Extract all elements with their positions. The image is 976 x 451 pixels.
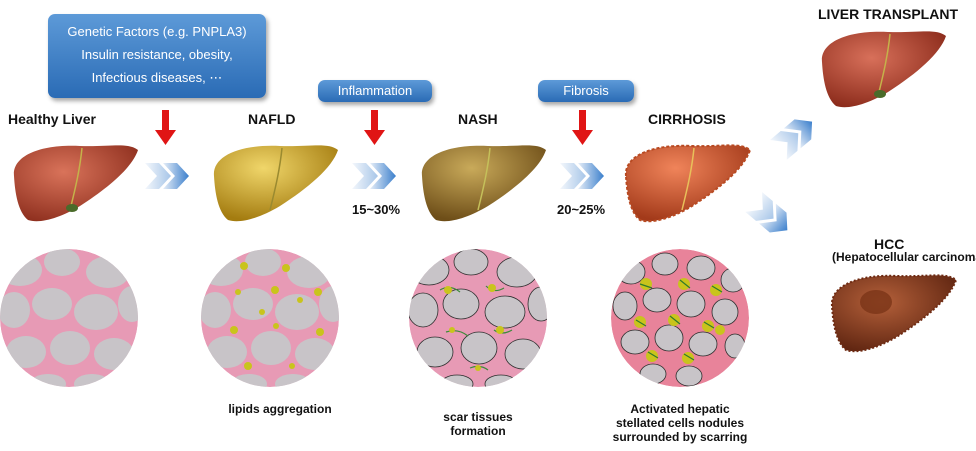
factor-metabolic: Insulin resistance, obesity, bbox=[81, 47, 233, 62]
tissue-nash bbox=[409, 249, 547, 387]
tissue-healthy bbox=[0, 249, 138, 387]
hcc-liver bbox=[830, 274, 958, 353]
risk-factors-box: Genetic Factors (e.g. PNPLA3) Insulin re… bbox=[48, 14, 266, 98]
factor-infectious: Infectious diseases, ⋯ bbox=[91, 70, 223, 85]
chevron-healthy-to-nafld bbox=[145, 163, 189, 189]
caption-cirrhosis: Activated hepatic stellated cells nodule… bbox=[600, 402, 760, 444]
nash-liver bbox=[421, 145, 546, 222]
label-healthy-liver: Healthy Liver bbox=[8, 111, 96, 127]
rate-nash-to-cirrhosis: 20~25% bbox=[557, 202, 606, 217]
caption-nafld: lipids aggregation bbox=[228, 402, 332, 416]
transplant-liver bbox=[821, 31, 946, 108]
red-arrow-fibrosis bbox=[572, 110, 593, 145]
tissue-nafld bbox=[201, 249, 339, 387]
red-arrow-factors bbox=[155, 110, 176, 145]
label-nafld: NAFLD bbox=[248, 111, 296, 127]
caption-nash: scar tissues formation bbox=[418, 410, 538, 438]
chevron-nafld-to-nash bbox=[352, 163, 396, 189]
label-hcc: HCC bbox=[874, 236, 905, 252]
chevron-to-hcc bbox=[745, 192, 788, 233]
caption-nash-line1: scar tissues bbox=[443, 410, 513, 424]
chevron-to-transplant bbox=[770, 119, 813, 160]
inflammation-tag: Inflammation bbox=[318, 80, 432, 102]
caption-cirrhosis-line1: Activated hepatic bbox=[630, 402, 730, 416]
label-cirrhosis: CIRRHOSIS bbox=[648, 111, 726, 127]
label-liver-transplant: LIVER TRANSPLANT bbox=[818, 6, 958, 22]
cirrhotic-liver bbox=[624, 144, 752, 223]
caption-cirrhosis-line2: stellated cells nodules bbox=[615, 416, 745, 430]
chevron-nash-to-cirrhosis bbox=[560, 163, 604, 189]
factor-genetic: Genetic Factors (e.g. PNPLA3) bbox=[67, 24, 247, 39]
caption-cirrhosis-line3: surrounded by scarring bbox=[612, 430, 748, 444]
label-hcc-full: (Hepatocellular carcinoma) bbox=[832, 250, 976, 264]
label-nash: NASH bbox=[458, 111, 498, 127]
fibrosis-tag: Fibrosis bbox=[538, 80, 634, 102]
red-arrow-inflammation bbox=[364, 110, 385, 145]
rate-nafld-to-nash: 15~30% bbox=[352, 202, 401, 217]
caption-nash-line2: formation bbox=[450, 424, 506, 438]
tissue-cirrhosis bbox=[611, 249, 749, 387]
healthy-liver bbox=[13, 145, 139, 222]
fatty-liver bbox=[213, 145, 338, 222]
